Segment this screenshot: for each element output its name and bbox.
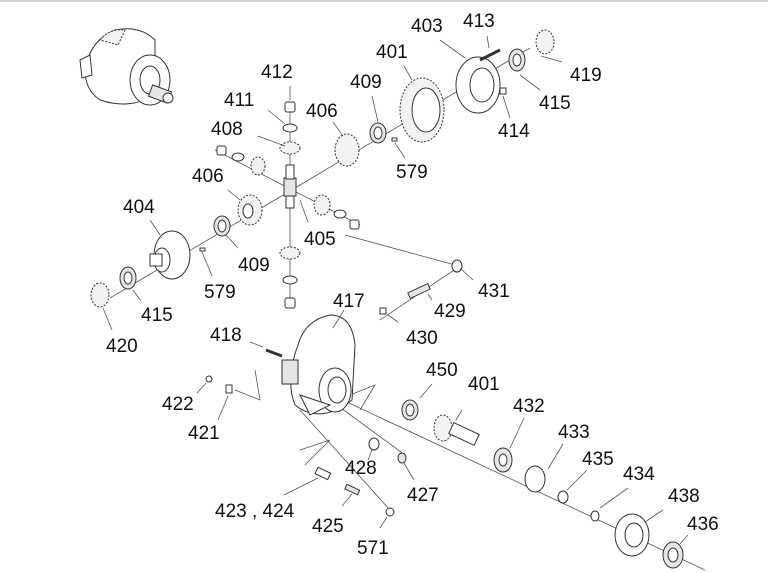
label-401-top: 401	[376, 42, 408, 63]
bearing-450	[401, 399, 419, 421]
bearing-415-right	[508, 48, 526, 72]
label-427: 427	[407, 485, 439, 506]
carrier-half-404	[149, 230, 191, 280]
label-404: 404	[123, 197, 155, 218]
label-431: 431	[478, 281, 510, 302]
label-433: 433	[558, 422, 590, 443]
nut-427	[397, 452, 407, 464]
spring-429	[407, 282, 431, 300]
label-401-bottom: 401	[468, 374, 500, 395]
washer-409-left	[213, 215, 231, 237]
label-409-top: 409	[350, 72, 382, 93]
pinion-gear-408-top	[279, 141, 301, 155]
ring-gear-401-top	[399, 77, 445, 143]
pinion-gear-right	[313, 194, 360, 230]
label-436: 436	[687, 514, 719, 535]
label-430: 430	[406, 328, 438, 349]
carrier-half-403	[455, 56, 501, 114]
label-414: 414	[498, 121, 530, 142]
flange-438	[614, 513, 650, 557]
label-435: 435	[582, 449, 614, 470]
plug-430	[379, 307, 387, 315]
washer-409-right	[369, 122, 387, 144]
label-412: 412	[261, 62, 293, 83]
leader-lines	[102, 35, 689, 545]
label-409-left: 409	[238, 255, 270, 276]
label-403: 403	[411, 16, 443, 37]
housing-417	[281, 314, 356, 416]
side-gear-406-right	[334, 133, 360, 167]
pinion-gear-bottom	[279, 246, 301, 309]
plug-571	[385, 507, 395, 517]
clip-421	[225, 384, 233, 394]
spider-405	[283, 164, 297, 209]
bearing-cup-420	[90, 282, 110, 308]
bolt-418	[265, 348, 283, 358]
label-423-424: 423 , 424	[215, 501, 295, 522]
bolt-422	[205, 375, 213, 383]
spacer-435	[557, 490, 569, 504]
label-417: 417	[333, 291, 365, 312]
label-411: 411	[224, 90, 255, 111]
pinion-gear-left	[216, 145, 266, 176]
label-425: 425	[312, 516, 344, 537]
seal-436	[662, 541, 684, 569]
ring-428	[368, 437, 380, 451]
pin-579	[199, 137, 398, 252]
label-438: 438	[668, 486, 700, 507]
spacer-412	[284, 101, 296, 113]
spring-425	[344, 483, 361, 496]
bolt-413	[479, 48, 501, 62]
label-415-top: 415	[539, 93, 571, 114]
label-406-top: 406	[306, 101, 338, 122]
label-420: 420	[106, 336, 138, 357]
side-gear-406-left	[237, 194, 263, 226]
label-421: 421	[188, 423, 220, 444]
label-422: 422	[162, 394, 194, 415]
label-571: 571	[357, 538, 389, 559]
label-434: 434	[623, 464, 655, 485]
label-428: 428	[345, 458, 377, 479]
sleeve-423-424	[314, 466, 332, 481]
thrust-washer-411	[282, 123, 298, 133]
label-415-left: 415	[141, 305, 173, 326]
label-419: 419	[570, 65, 602, 86]
label-418: 418	[210, 325, 242, 346]
label-579-left: 579	[204, 282, 236, 303]
part-431	[451, 259, 463, 273]
top-border	[0, 0, 768, 2]
label-579-top: 579	[396, 162, 428, 183]
label-406-left: 406	[192, 166, 224, 187]
label-429: 429	[434, 301, 466, 322]
label-432: 432	[513, 396, 545, 417]
pinion-gear-401-bottom	[433, 414, 480, 447]
bearing-432	[493, 447, 513, 473]
label-413: 413	[463, 11, 495, 32]
shim-433	[524, 465, 546, 493]
label-408: 408	[211, 119, 243, 140]
label-450: 450	[426, 360, 458, 381]
label-405: 405	[304, 229, 336, 250]
bearing-415-left	[119, 266, 137, 290]
bearing-cup-419	[535, 29, 555, 55]
bolt-414	[499, 87, 507, 95]
ring-434	[590, 510, 600, 522]
assembled-differential-thumbnail	[79, 28, 174, 106]
